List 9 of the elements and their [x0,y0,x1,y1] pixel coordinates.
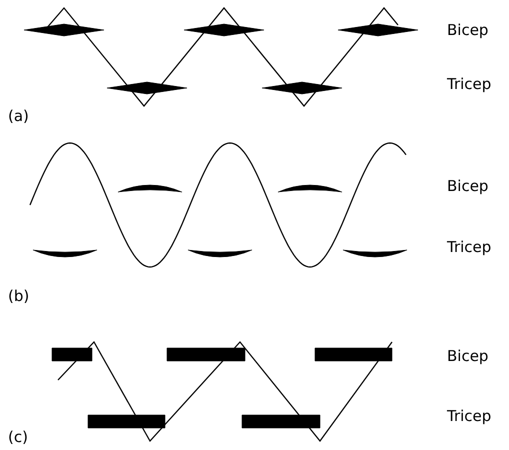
muscle-label: Bicep [447,177,488,195]
muscle-label: Bicep [447,21,488,39]
muscle-label: Tricep [447,407,492,425]
panel-label: (c) [8,428,28,446]
panel-label: (b) [8,287,30,305]
panel-label: (a) [8,107,29,125]
muscle-label: Bicep [447,347,488,365]
muscle-label: Tricep [447,75,492,93]
muscle-label: Tricep [447,238,492,256]
